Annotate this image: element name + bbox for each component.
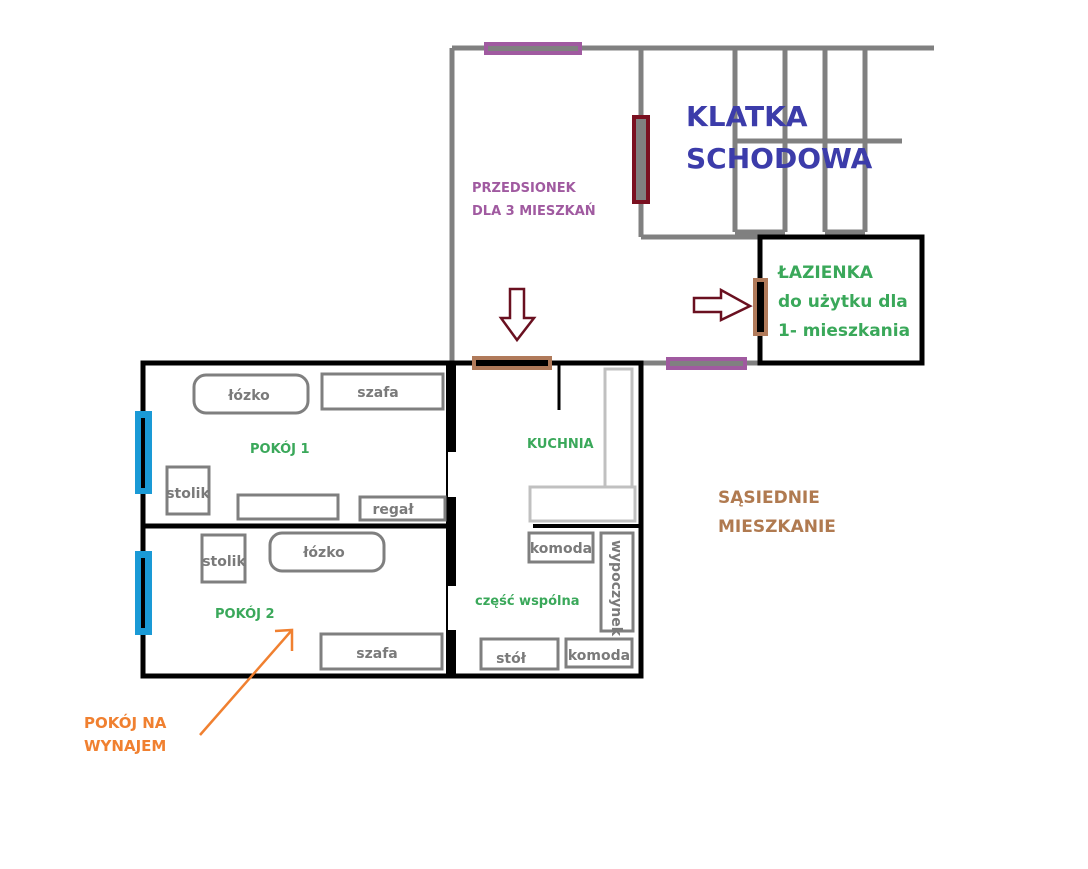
kitchen-label: KUCHNIA (527, 437, 594, 452)
furniture-label: stolik (166, 486, 210, 502)
furniture-label: komoda (530, 541, 592, 557)
rental-arrow-icon (199, 628, 294, 736)
bathroom-label: ŁAZIENKA (777, 263, 874, 283)
furniture-label: szafa (356, 646, 397, 662)
door-apartment (472, 356, 552, 370)
neighbor-label: SĄSIEDNIE (718, 488, 820, 508)
bench-room1 (236, 493, 340, 521)
bathroom-label: do użytku dla (778, 292, 908, 312)
neighbor-label: MIESZKANIE (718, 517, 836, 537)
room2-label: POKÓJ 2 (215, 606, 275, 622)
stairwell-label: KLATKA (686, 100, 808, 133)
arrow-right-icon (692, 287, 753, 322)
sofa: wypoczynek (599, 531, 635, 637)
stairwell-walls (449, 45, 934, 366)
table-room1: stolik (165, 465, 211, 516)
arrow-down-icon (498, 287, 537, 343)
furniture-label: stolik (202, 554, 246, 570)
dresser-1: komoda (527, 531, 595, 564)
dining-table: stół (479, 637, 560, 671)
rental-label: WYNAJEM (84, 737, 166, 755)
common-area-label: część wspólna (475, 594, 580, 609)
furniture-label: łózko (302, 545, 345, 561)
apartment-walls (140, 360, 644, 679)
furniture-label: komoda (568, 648, 630, 664)
furniture-label: szafa (357, 385, 398, 401)
furniture-label: stół (496, 651, 527, 667)
furniture-label: wypoczynek (608, 540, 624, 637)
furniture-label: regał (372, 502, 414, 518)
dresser-2: komoda (564, 637, 634, 669)
table-room2: stolik (200, 533, 247, 584)
rental-label: POKÓJ NA (84, 713, 167, 732)
kitchen-counter (603, 367, 634, 489)
wardrobe-room2: szafa (319, 632, 444, 671)
door-stairwell (632, 115, 650, 204)
door-bottom-purple (666, 357, 747, 370)
vestibule-label: DLA 3 MIESZKAŃ (472, 203, 596, 219)
stairwell-label: SCHODOWA (686, 142, 873, 175)
door-top-purple (484, 42, 582, 55)
bed-room2: łózko (268, 531, 386, 573)
room1-label: POKÓJ 1 (250, 441, 310, 457)
shelf-room1: regał (358, 495, 447, 522)
wardrobe-room1: szafa (320, 372, 445, 411)
vestibule-label: PRZEDSIONEK (472, 181, 577, 196)
furniture-label: łózko (227, 388, 270, 404)
bed-room1: łózko (192, 373, 310, 415)
bathroom-label: 1- mieszkania (778, 321, 910, 341)
door-bathroom (753, 278, 768, 336)
